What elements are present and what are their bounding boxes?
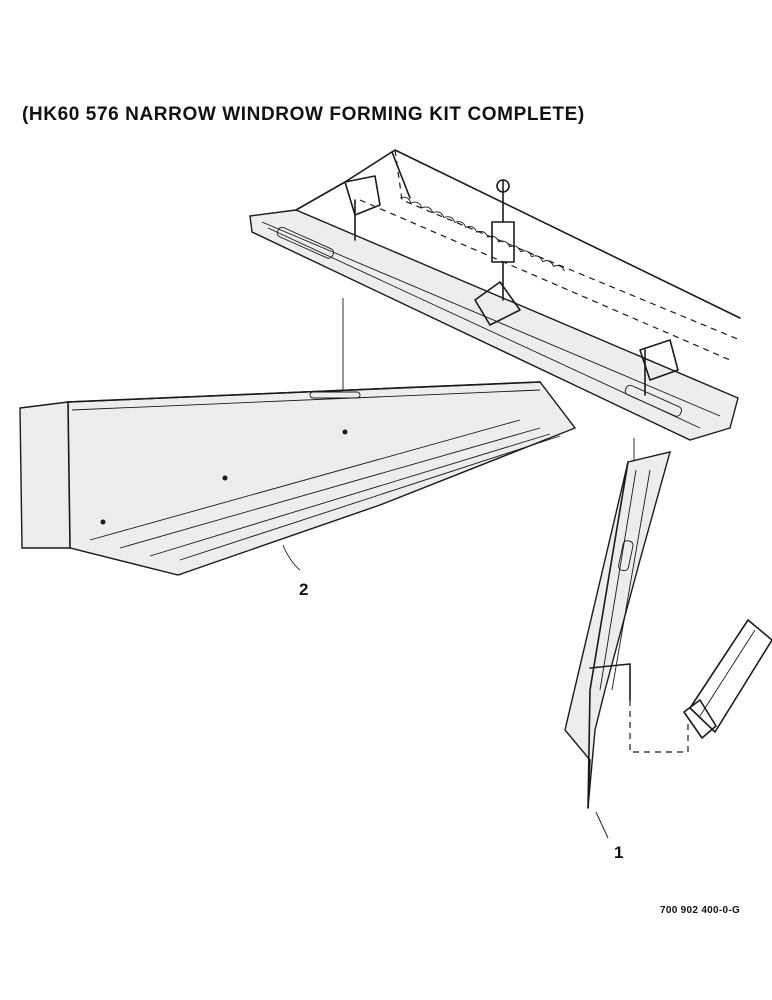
side-tube [683,619,772,739]
callout-2-leader [282,544,301,571]
callout-1-label: 1 [614,843,624,862]
callout-1-leader [595,811,609,839]
header-frame [249,149,741,441]
figure-number: 700 902 400-0-G [660,905,741,916]
page-title: (HK60 576 NARROW WINDROW FORMING KIT COM… [22,104,585,125]
windrow-shield-part [19,381,577,576]
callout-2-label: 2 [299,580,309,599]
deflector-part [564,451,689,809]
